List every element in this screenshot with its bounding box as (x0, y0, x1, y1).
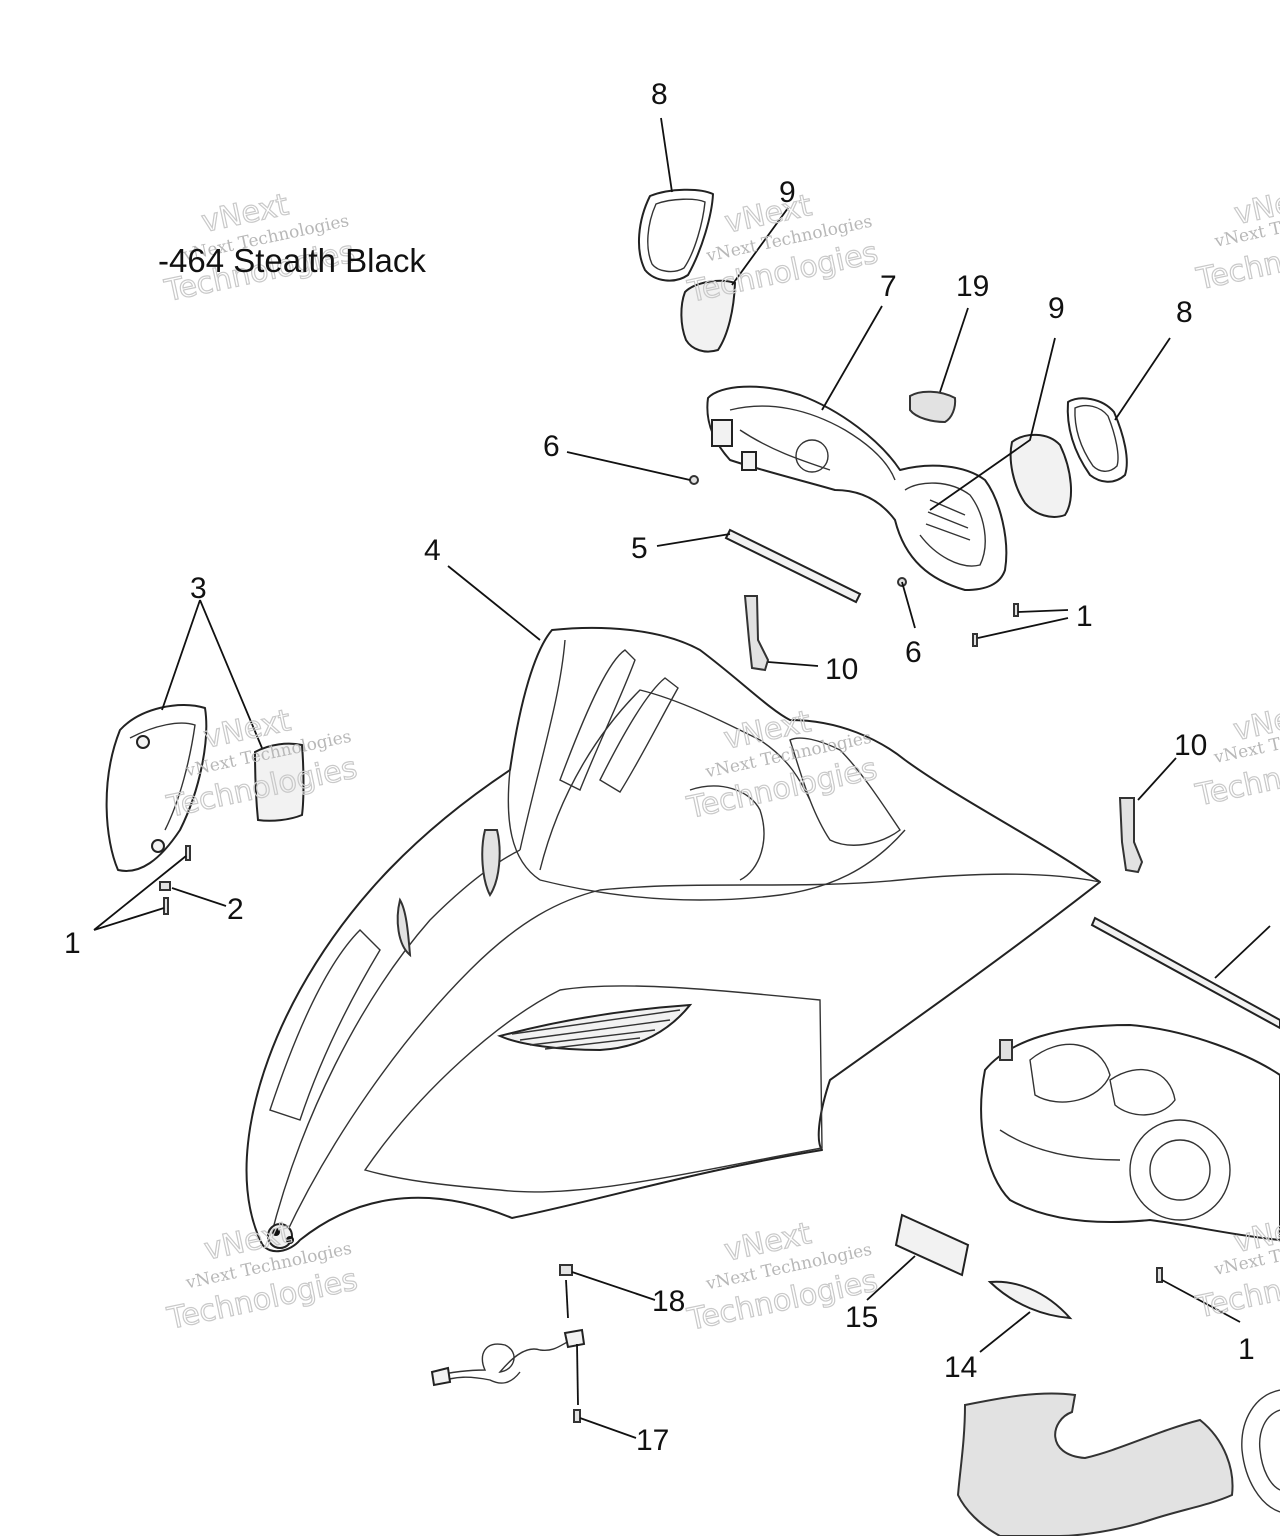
cable-assembly (430, 1264, 586, 1423)
callout-label: 9 (779, 176, 796, 209)
trim-part-8-right (1066, 397, 1128, 483)
callout-label: 18 (652, 1285, 685, 1318)
callout-label: 10 (1174, 729, 1207, 762)
bottom-panel (956, 1392, 1234, 1536)
hood-part-4 (245, 626, 1101, 1253)
visor-part-9-left (680, 279, 737, 353)
decal-part-14 (987, 1280, 1073, 1320)
callout-label: 7 (880, 270, 897, 303)
console-part-7 (706, 385, 1008, 591)
callout-label: 3 (190, 572, 207, 605)
mirror-part-3 (105, 704, 305, 872)
callout-label: 4 (424, 534, 441, 567)
callout-label: 10 (825, 653, 858, 686)
callout-label: 8 (1176, 296, 1193, 329)
leader-lines (93, 117, 1271, 1439)
variant-caption: -464 Stealth Black (158, 242, 426, 279)
watermark-3: vNext vNext Technologies Technologies (1192, 179, 1280, 298)
rod-part-right (1090, 916, 1280, 1030)
callout-label: 6 (905, 636, 922, 669)
bracket-part-10 (743, 595, 1144, 874)
callout-label: 14 (944, 1351, 977, 1384)
callout-label: 9 (1048, 292, 1065, 325)
trim-part-8-left (638, 188, 714, 282)
strip-part-5 (724, 528, 862, 604)
callout-labels: 8 9 7 19 9 8 6 5 4 3 6 1 10 10 2 1 18 15… (64, 78, 1255, 1457)
gauge-housing-right (980, 1024, 1280, 1241)
nut-part-2 (159, 881, 171, 891)
lens-part-19 (909, 390, 957, 424)
watermark-7: vNext vNext Technologies Technologies (163, 1215, 361, 1338)
callout-label: 2 (227, 893, 244, 926)
callout-label: 5 (631, 532, 648, 565)
callout-label: 19 (956, 270, 989, 303)
callout-label: 1 (64, 927, 81, 960)
callout-label: 6 (543, 430, 560, 463)
callout-label: 1 (1238, 1333, 1255, 1366)
callout-label: 1 (1076, 600, 1093, 633)
callout-label: 17 (636, 1424, 669, 1457)
screw-part-1 (163, 603, 1163, 1283)
callout-label: 15 (845, 1301, 878, 1334)
callout-label: 8 (651, 78, 668, 111)
decal-part-15 (894, 1213, 970, 1277)
visor-part-9-right (1009, 433, 1072, 518)
round-part-bottom-right (1241, 1389, 1280, 1513)
